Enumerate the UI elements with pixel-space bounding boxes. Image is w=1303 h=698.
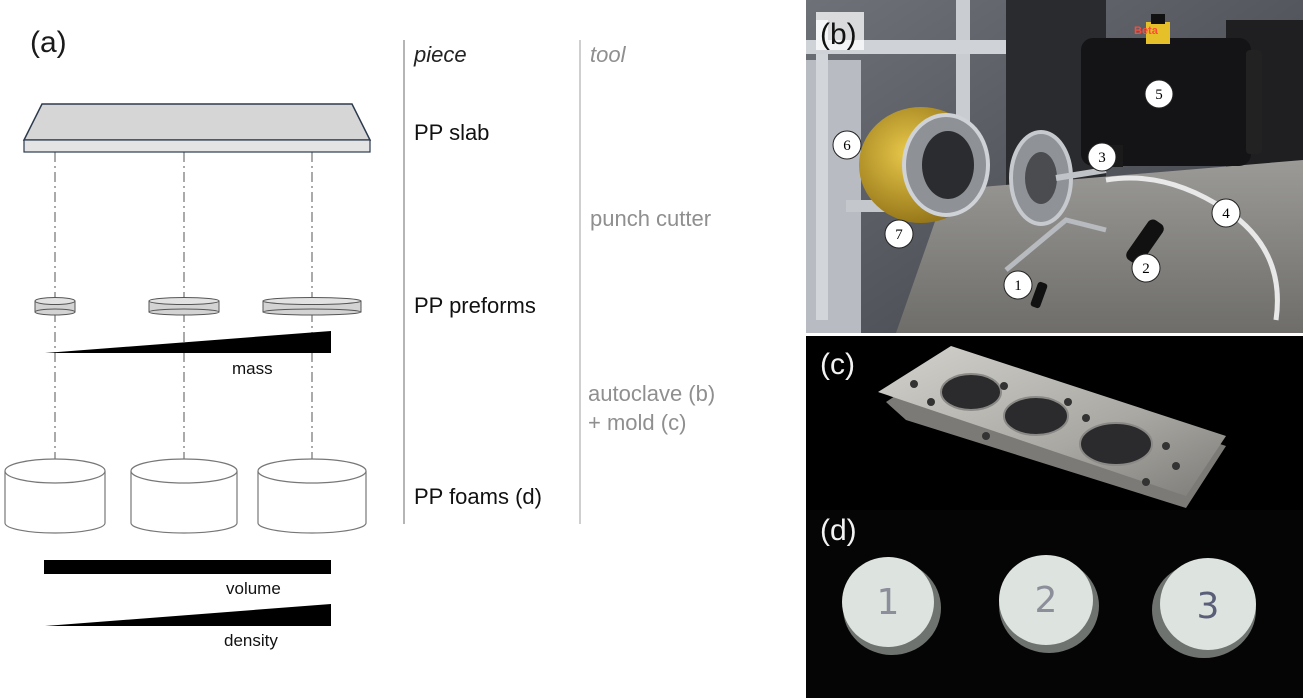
tool-header: tool xyxy=(590,42,627,67)
marker-1: 1 xyxy=(1003,270,1033,300)
panel-d-photo: 1 2 3 (d) xyxy=(806,510,1303,698)
svg-text:2: 2 xyxy=(1035,580,1058,621)
svg-text:7: 7 xyxy=(895,227,903,243)
preform-large xyxy=(262,297,362,316)
piece-header: piece xyxy=(413,42,467,67)
preform-small xyxy=(34,297,76,316)
marker-5: 5 xyxy=(1144,79,1174,109)
density-wedge xyxy=(45,604,331,626)
svg-text:6: 6 xyxy=(843,138,851,154)
foam-cylinder-1 xyxy=(4,458,106,534)
autoclave-label: autoclave (b) xyxy=(588,381,715,406)
foam-sample-1: 1 xyxy=(842,557,941,655)
marker-3: 3 xyxy=(1087,142,1117,172)
panel-c-photo: (c) xyxy=(806,336,1303,510)
preform-medium xyxy=(148,297,220,316)
pp-foam-shapes xyxy=(4,458,367,534)
panel-c-label: (c) xyxy=(820,348,855,381)
panel-a-label: (a) xyxy=(30,26,67,59)
svg-text:3: 3 xyxy=(1098,150,1106,166)
pp-foams-label: PP foams (d) xyxy=(414,484,542,509)
svg-text:5: 5 xyxy=(1155,87,1163,103)
panel-d-label: (d) xyxy=(820,514,857,547)
foam-sample-2: 2 xyxy=(999,555,1099,653)
marker-7: 7 xyxy=(884,219,914,249)
foam-cylinder-2 xyxy=(130,458,238,534)
foam-samples: 1 2 3 xyxy=(842,555,1256,658)
density-label: density xyxy=(224,631,278,650)
punch-cutter-label: punch cutter xyxy=(590,206,711,231)
equipment-markers: 1 2 3 4 5 6 7 xyxy=(832,79,1241,300)
volume-label: volume xyxy=(226,579,281,598)
marker-6: 6 xyxy=(832,130,862,160)
svg-text:3: 3 xyxy=(1197,586,1220,627)
svg-text:1: 1 xyxy=(1014,278,1022,294)
foam-sample-3: 3 xyxy=(1152,558,1256,658)
pp-preforms-label: PP preforms xyxy=(414,293,536,318)
svg-text:4: 4 xyxy=(1222,206,1230,222)
marker-2: 2 xyxy=(1131,253,1161,283)
marker-4: 4 xyxy=(1211,198,1241,228)
svg-text:1: 1 xyxy=(877,582,900,623)
mass-wedge xyxy=(45,331,331,353)
panel-b-photo: Beta 1 2 3 4 5 xyxy=(806,0,1303,333)
pp-slab-label: PP slab xyxy=(414,120,489,145)
foam-cylinder-3 xyxy=(257,458,367,534)
mold-label: + mold (c) xyxy=(588,410,686,435)
pp-slab-shape xyxy=(22,103,372,153)
process-diagram: (a) piece tool PP slab PP preforms PP fo… xyxy=(4,26,715,650)
pp-preform-shapes xyxy=(34,297,362,316)
mass-label: mass xyxy=(232,359,273,378)
brand-text: Beta xyxy=(1134,25,1159,37)
svg-text:2: 2 xyxy=(1142,261,1150,277)
volume-bar xyxy=(44,560,331,574)
panel-b-label: (b) xyxy=(820,18,857,51)
